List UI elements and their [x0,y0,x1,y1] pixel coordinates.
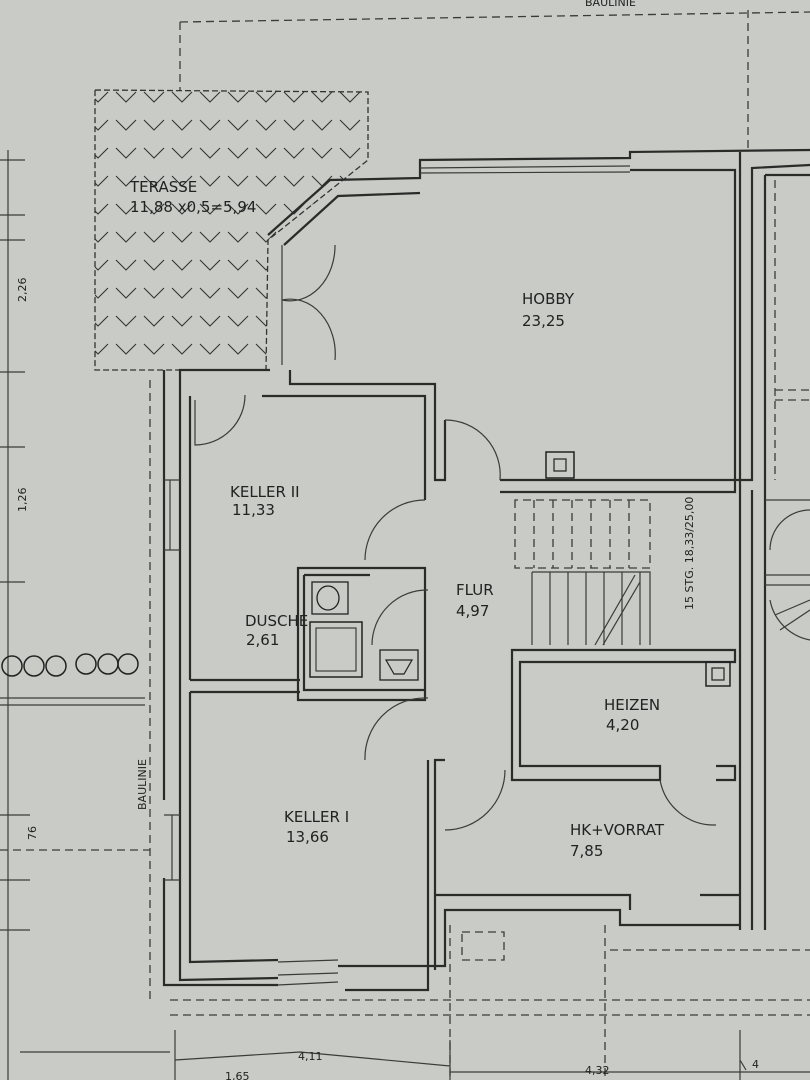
hobby-area: 23,25 [522,312,565,330]
shower-icon [309,621,363,678]
vorrat-name: HK+VORRAT [570,821,665,839]
dim-bottom-1: 4,11 [298,1050,323,1063]
stairs-label: 15 STG. 18,33/25,00 [683,497,696,610]
dim-bottom-4: 4 [752,1058,759,1071]
heizen-area: 4,20 [606,716,639,734]
doors [194,244,717,831]
chimney-icon [545,451,731,687]
sink-icon [379,649,419,681]
staircase [514,499,651,646]
dim-left-2: 1,26 [16,488,29,513]
dusche-name: DUSCHE [245,612,308,630]
neighbour-staircase [765,180,810,641]
hobby-name: HOBBY [522,290,575,308]
flur-area: 4,97 [456,602,489,620]
heizen-name: HEIZEN [604,696,660,714]
flur-name: FLUR [456,581,494,599]
outdoor-features [20,931,810,1080]
dim-left-3: 76 [26,826,39,840]
keller1-area: 13,66 [286,828,329,846]
hedge-icon [1,653,139,677]
side-baulinie-label: BAULINIE [136,759,149,810]
top-baulinie-label: BAULINIE [585,0,636,9]
toilet-icon [311,581,349,615]
keller1-name: KELLER I [284,808,349,826]
left-dimension-line [0,150,145,1080]
dusche-area: 2,61 [246,631,279,649]
walls [162,148,810,992]
guide-lines [0,10,810,1080]
vorrat-area: 7,85 [570,842,603,860]
terrace-area [94,89,369,371]
keller2-name: KELLER II [230,483,300,501]
keller2-area: 11,33 [232,501,275,519]
terrace-name: TERASSE [129,178,197,196]
dim-bottom-3: 4,32 [585,1064,610,1077]
dim-left-1: 2,26 [16,278,29,303]
terrace-area-value: 11,88 x0,5=5,94 [130,198,256,216]
dim-bottom-2: 1,65 [225,1070,250,1080]
